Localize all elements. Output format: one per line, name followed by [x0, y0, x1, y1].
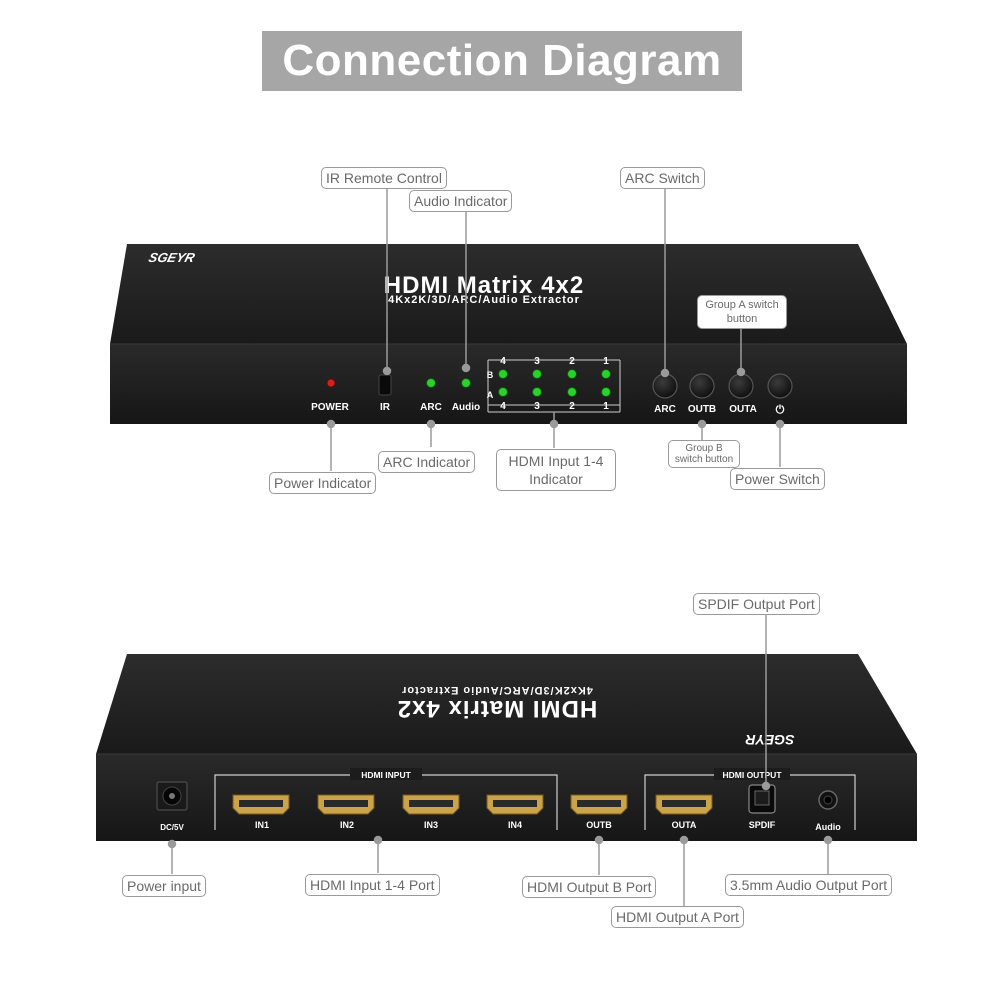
led-a-2	[567, 387, 577, 397]
label-btn-outa: OUTA	[729, 404, 757, 415]
callout-arc-switch: ARC Switch	[620, 167, 705, 189]
callout-power-indicator: Power Indicator	[269, 472, 377, 494]
hdmi-port-in1	[232, 794, 290, 815]
input-number-top-1: 1	[603, 356, 609, 367]
label-outb: OUTB	[586, 820, 612, 830]
callout-group-b: Group B switch button	[668, 440, 740, 468]
callout-power-input: Power input	[122, 875, 206, 897]
label-ir: IR	[380, 402, 391, 413]
hdmi-port-in3	[402, 794, 460, 815]
label-in2: IN2	[340, 820, 354, 830]
label-hdmi-input: HDMI INPUT	[361, 770, 411, 780]
label-arc: ARC	[420, 402, 442, 413]
label-btn-arc: ARC	[654, 404, 676, 415]
label-power: POWER	[311, 402, 350, 413]
label-btn-outb: OUTB	[688, 404, 716, 415]
label-in4: IN4	[508, 820, 522, 830]
callout-audio-indicator: Audio Indicator	[409, 190, 513, 212]
callout-hdmi-input-indicator: HDMI Input 1-4 Indicator	[496, 449, 616, 491]
callout-hdmi-output-a: HDMI Output A Port	[611, 906, 744, 928]
input-number-top-4: 4	[500, 356, 506, 367]
label-dc: DC/5V	[160, 823, 184, 832]
power-led	[326, 378, 336, 388]
callout-audio-output: 3.5mm Audio Output Port	[725, 874, 893, 896]
outa-switch-button	[728, 373, 754, 399]
audio-led	[461, 378, 471, 388]
led-b-1	[601, 369, 611, 379]
callout-group-a: Group A switch button	[697, 295, 787, 329]
input-number-bottom-2: 2	[569, 401, 575, 412]
input-indicator-grid	[487, 359, 621, 413]
rear-device-top	[96, 654, 917, 754]
front-brand: SGEYR	[147, 250, 197, 265]
arc-led	[426, 378, 436, 388]
hdmi-port-outa	[655, 794, 713, 815]
page-title: Connection Diagram	[282, 36, 722, 85]
callout-hdmi-input-port: HDMI Input 1-4 Port	[305, 874, 440, 896]
power-switch-button	[767, 373, 793, 399]
label-spdif: SPDIF	[749, 820, 776, 830]
label-outa: OUTA	[672, 820, 697, 830]
hdmi-port-in2	[317, 794, 375, 815]
callout-power-switch: Power Switch	[730, 468, 825, 490]
power-symbol-icon: ⏻	[776, 403, 785, 416]
ir-sensor	[378, 374, 392, 396]
label-hdmi-output: HDMI OUTPUT	[722, 770, 782, 780]
led-a-3	[532, 387, 542, 397]
rear-leader-lines	[167, 612, 833, 906]
rear-product-subtitle: 4Kx2K/3D/ARC/Audio Extractor	[401, 684, 593, 696]
arc-switch-button	[652, 373, 678, 399]
rear-brand: SGEYR	[745, 732, 795, 748]
led-b-4	[498, 369, 508, 379]
callout-ir-remote: IR Remote Control	[321, 167, 447, 189]
rear-product-name: HDMI Matrix 4x2	[397, 695, 597, 722]
led-b-3	[532, 369, 542, 379]
front-leader-lines	[326, 186, 785, 471]
callout-arc-indicator: ARC Indicator	[378, 451, 476, 473]
front-product-subtitle: 4Kx2K/3D/ARC/Audio Extractor	[388, 294, 580, 306]
title-banner: Connection Diagram	[262, 31, 742, 91]
label-in3: IN3	[424, 820, 438, 830]
label-audio: Audio	[452, 402, 480, 413]
callout-spdif-output: SPDIF Output Port	[693, 593, 820, 615]
led-b-2	[567, 369, 577, 379]
hdmi-port-outb	[570, 794, 628, 815]
hdmi-port-in4	[486, 794, 544, 815]
input-number-top-2: 2	[569, 356, 575, 367]
label-in1: IN1	[255, 820, 269, 830]
led-a-4	[498, 387, 508, 397]
callout-hdmi-output-b: HDMI Output B Port	[522, 876, 657, 898]
front-product-name: HDMI Matrix 4x2	[384, 272, 584, 299]
led-a-1	[601, 387, 611, 397]
input-number-bottom-1: 1	[603, 401, 609, 412]
row-label-a: A	[487, 390, 494, 400]
input-number-bottom-4: 4	[500, 401, 506, 412]
label-rear-audio: Audio	[815, 822, 841, 832]
input-number-top-3: 3	[534, 356, 540, 367]
row-label-b: B	[487, 370, 494, 380]
input-number-bottom-3: 3	[534, 401, 540, 412]
outb-switch-button	[689, 373, 715, 399]
